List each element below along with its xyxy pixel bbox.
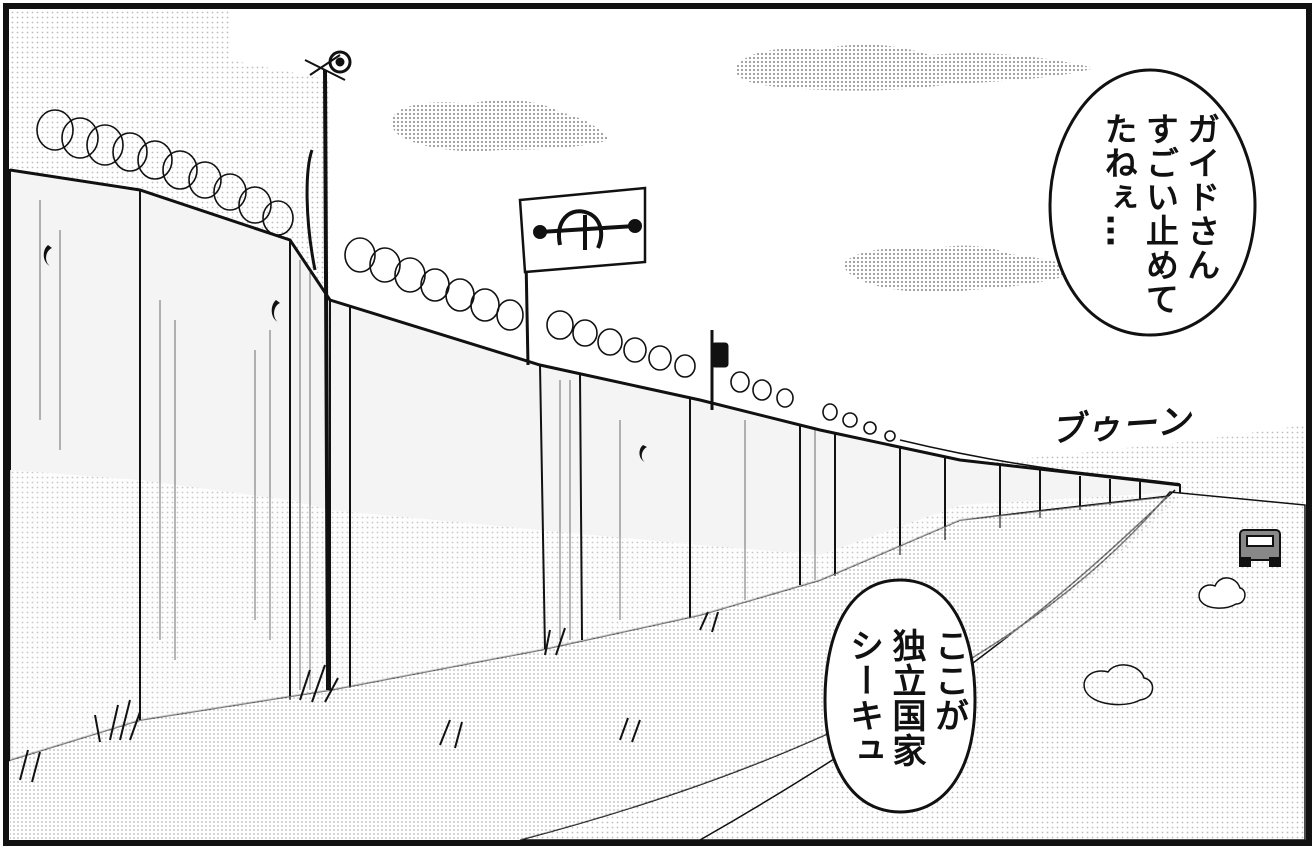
sound-effect-text: ブゥーン: [1049, 401, 1194, 451]
cloud-2: [391, 99, 610, 152]
speech-text-top-right: ガイドさん すごい止めて たねぇ…: [1099, 112, 1221, 316]
cloud-1: [735, 44, 1095, 91]
wall-lamp: [710, 330, 729, 410]
speech-text-bottom: ここが 独立国家 シーキュ: [843, 628, 969, 768]
razor-wire: [36, 109, 1181, 485]
cloud-3: [844, 245, 1080, 293]
jeep: [1239, 529, 1281, 567]
speech-bubble-top-right: [1048, 68, 1257, 337]
wall-marks: [43, 245, 647, 462]
wall-seams: [139, 190, 1141, 720]
dust-clouds: [1083, 577, 1246, 706]
grass-tufts: [19, 611, 719, 783]
panel-border: [3, 3, 1312, 846]
crescent-emblem-icon: [533, 209, 642, 250]
wall-shading: [10, 470, 1180, 760]
flag: [518, 186, 647, 366]
utility-pole: [304, 50, 352, 691]
speech-bubble-bottom: [823, 578, 977, 814]
wall-hatching: [39, 200, 816, 690]
